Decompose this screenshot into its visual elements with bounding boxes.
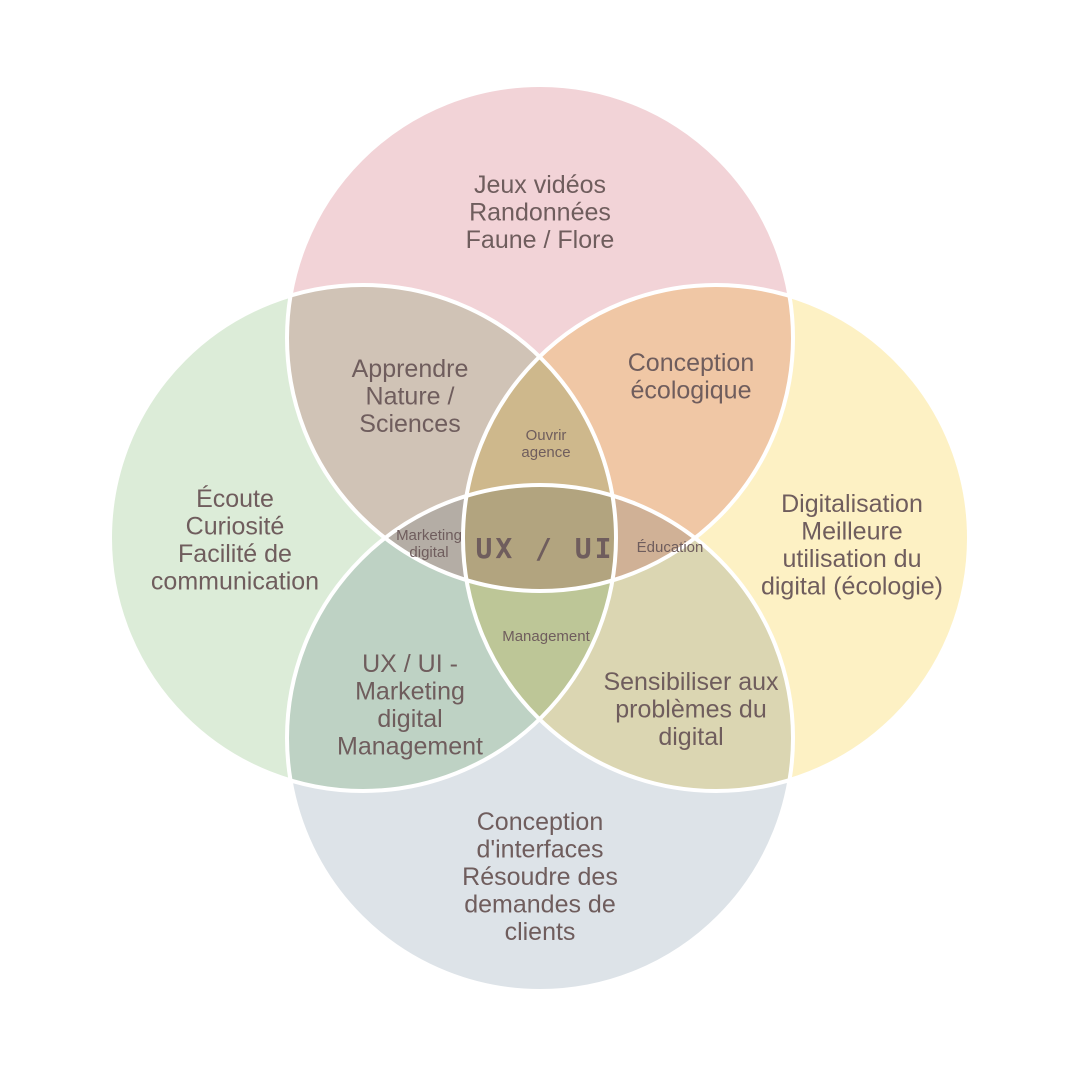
label-top-left-line: Sciences	[359, 410, 460, 438]
label-left-line: communication	[151, 568, 319, 596]
label-bottom-center-line: Management	[502, 628, 590, 645]
label-top-right-line: Conception	[628, 349, 754, 377]
label-bottom-line: demandes de	[464, 891, 616, 919]
label-bottom-left-line: UX / UI -	[362, 650, 458, 678]
circle-bottom-outline	[285, 483, 795, 993]
circle-top-outline	[285, 83, 795, 593]
label-bottom-right-line: problèmes du	[615, 696, 766, 724]
label-bottom-line: clients	[505, 918, 576, 946]
label-top-center-line: agence	[521, 444, 570, 461]
label-bottom-left-line: Management	[337, 733, 483, 761]
label-top-left-line: Nature /	[366, 383, 455, 411]
label-left-center-line: digital	[409, 544, 448, 561]
circle-right-outline	[461, 283, 971, 793]
label-top-right-line: écologique	[631, 377, 752, 405]
label-left-center-line: Marketing	[396, 527, 462, 544]
label-top-line: Faune / Flore	[466, 226, 615, 254]
label-right-center-line: Éducation	[637, 539, 704, 556]
label-left-line: Écoute	[196, 484, 274, 513]
circle-left-outline	[108, 283, 618, 793]
label-right-line: utilisation du	[783, 545, 922, 573]
label-left-line: Curiosité	[186, 513, 285, 541]
label-bottom-center: Management	[502, 628, 590, 645]
label-right-line: Digitalisation	[781, 490, 923, 518]
label-bottom-line: Conception	[477, 808, 603, 836]
circle-bottom	[287, 485, 793, 991]
label-top-line: Randonnées	[469, 199, 611, 227]
label-right-center: Éducation	[637, 539, 704, 556]
label-top-center-line: Ouvrir	[526, 427, 567, 444]
label-bottom-left-line: digital	[377, 705, 442, 733]
label-bottom-line: Résoudre des	[462, 863, 618, 891]
label-top-left-line: Apprendre	[352, 355, 469, 383]
label-bottom-left-line: Marketing	[355, 678, 465, 706]
label-bottom-right-line: digital	[658, 723, 723, 751]
label-bottom-line: d'interfaces	[476, 836, 603, 864]
label-left-line: Facilité de	[178, 540, 292, 568]
label-right-line: Meilleure	[801, 518, 902, 546]
center-label: UX / UI	[475, 532, 614, 565]
label-right-line: digital (écologie)	[761, 573, 943, 601]
label-top-line: Jeux vidéos	[474, 171, 606, 199]
label-bottom-right-line: Sensibiliser aux	[603, 668, 779, 696]
